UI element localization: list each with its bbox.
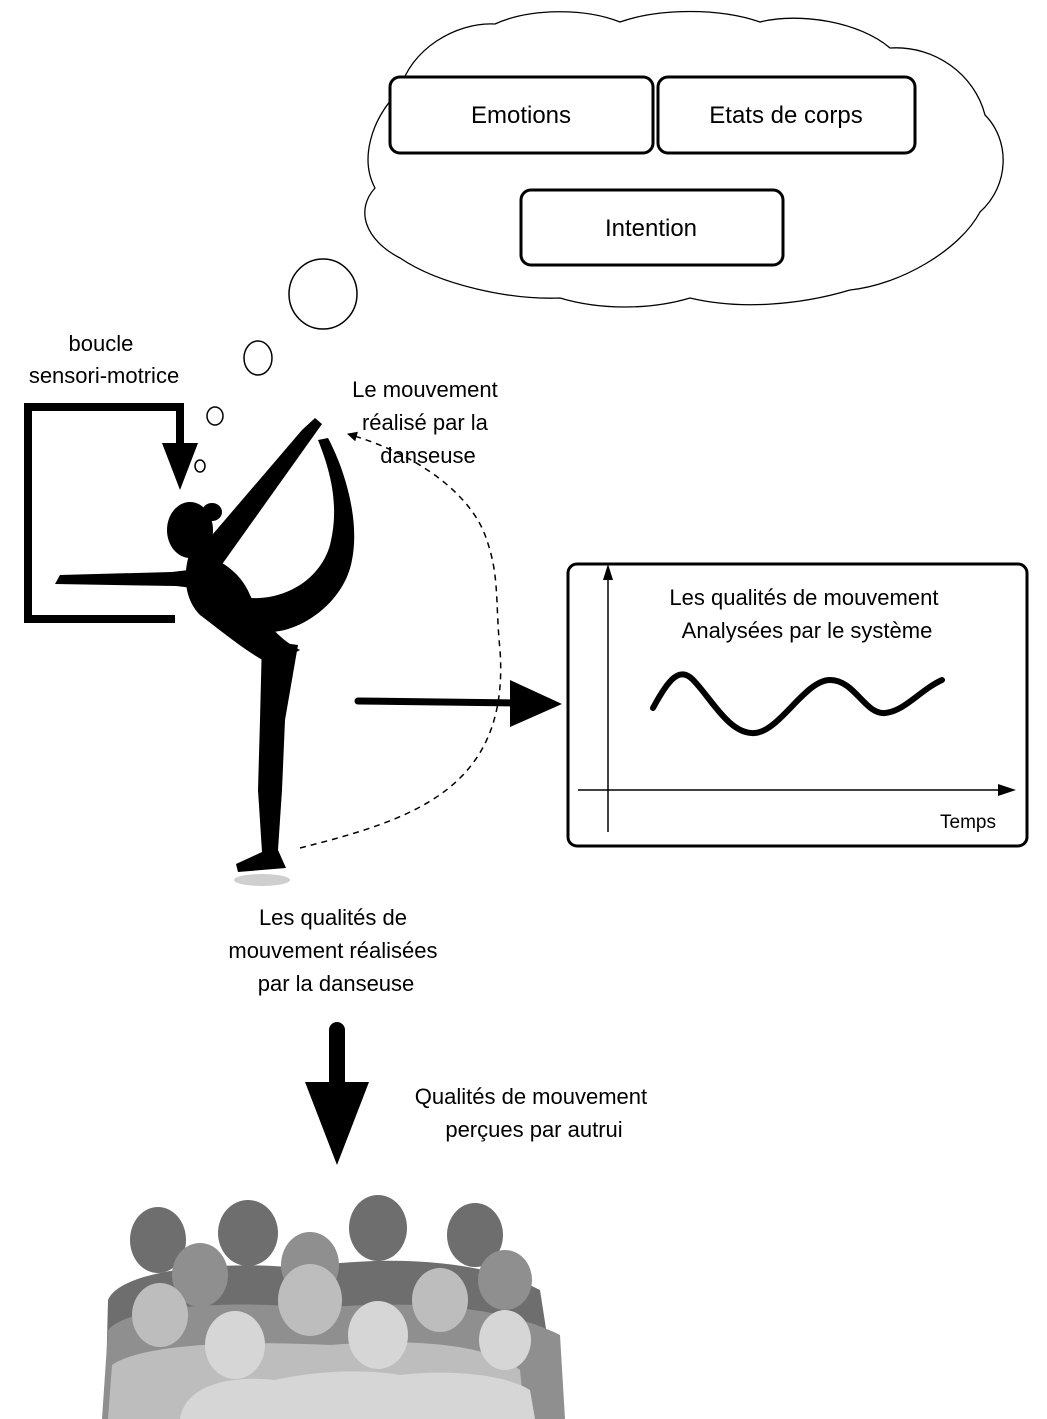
qualities-done-label: Les qualités de mouvement réalisées par … [228, 905, 443, 996]
emotions-label: Emotions [471, 102, 571, 129]
analysis-panel: Les qualités de mouvement Analysées par … [566, 562, 1029, 848]
thought-bubble-small [206, 406, 224, 426]
intention-label: Intention [605, 215, 697, 242]
perception-arrow [305, 1022, 369, 1165]
x-axis-label: Temps [940, 812, 996, 833]
y-axis-arrowhead [603, 564, 613, 580]
movement-done-label: Le mouvement réalisé par la danseuse [352, 377, 504, 468]
qualities-perceived-label: Qualités de mouvement perçues par autrui [415, 1084, 653, 1142]
dashed-feedback-arrow [299, 431, 502, 849]
dancer-silhouette-icon [55, 418, 355, 886]
thought-bubbles [194, 258, 358, 473]
emotions-box [388, 75, 655, 155]
sensorimotor-loop: boucle sensori-motrice [24, 331, 198, 623]
loop-arrowhead [162, 443, 198, 490]
thought-cloud: Emotions Etats de corps Intention [364, 10, 1004, 308]
audience-silhouette-icon [102, 1195, 565, 1419]
analysis-title: Les qualités de mouvement Analysées par … [669, 585, 944, 643]
analysis-panel-frame [566, 562, 1029, 848]
body-states-label: Etats de corps [709, 102, 862, 129]
analysis-arrow [354, 680, 562, 727]
intention-box [519, 188, 785, 267]
body-states-box [656, 75, 917, 155]
analysis-wave [650, 671, 945, 736]
loop-line [24, 403, 184, 623]
thought-bubble-large [288, 258, 358, 330]
loop-label: boucle sensori-motrice [29, 331, 179, 388]
x-axis-arrowhead [998, 784, 1016, 796]
thought-bubble-tiny [194, 459, 206, 473]
thought-bubble-medium [243, 340, 273, 376]
dancer-reflection [234, 874, 290, 886]
